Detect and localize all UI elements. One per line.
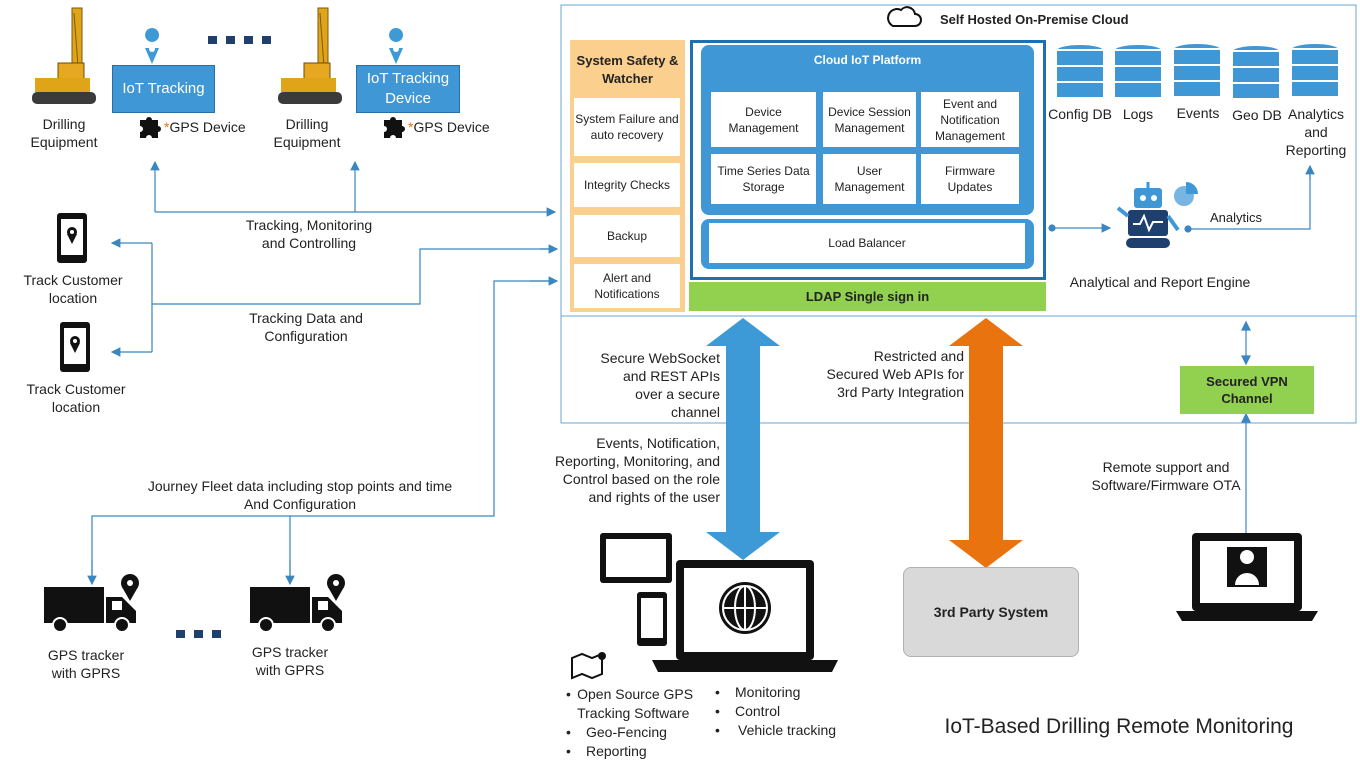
blue-double-arrow	[706, 318, 780, 560]
platform-title: Cloud IoT Platform	[813, 53, 922, 67]
iot-tracking-device-box: IoT Tracking Device	[356, 65, 460, 113]
tracking-flow-label: Tracking, Monitoring and Controlling	[245, 217, 373, 251]
db-label: Config DB	[1048, 106, 1112, 122]
bullet-item: Monitoring	[735, 684, 801, 700]
client-bullets-right: •Monitoring •Control •Vehicle tracking	[715, 684, 837, 738]
ellipsis-bottom	[176, 630, 221, 638]
tracking-data-flow-label: Tracking Data and Configuration	[249, 310, 363, 344]
bullet-item: Reporting	[586, 743, 647, 759]
diagram-title: IoT-Based Drilling Remote Monitoring	[944, 715, 1294, 738]
db-label: Events	[1176, 105, 1220, 121]
bullet-item: Vehicle tracking	[738, 722, 837, 738]
customer-location-label-1: Track Customer location	[23, 272, 123, 306]
websocket-label: Secure WebSocket and REST APIs over a se…	[600, 350, 720, 420]
platform-module: Firmware Updates	[921, 154, 1019, 204]
gps-tracker-label-2: GPS tracker with GPRS	[251, 644, 329, 678]
platform-module: Device Session Management	[823, 92, 916, 147]
db-label: Logs	[1122, 106, 1154, 122]
restricted-api-label: Restricted and Secured Web APIs for 3rd …	[826, 348, 964, 400]
third-party-box: 3rd Party System	[903, 567, 1079, 657]
safety-item: System Failure and auto recovery	[574, 98, 680, 156]
tracking-data-connector	[110, 238, 559, 357]
cloud-boundary	[560, 4, 1357, 424]
tracking-connector	[150, 160, 557, 217]
drilling-equipment-label-1: Drilling Equipment	[30, 116, 98, 150]
safety-item: Backup	[574, 215, 680, 257]
gps-tracker-label-1: GPS tracker with GPRS	[47, 647, 125, 681]
bullet-item: Control	[735, 703, 781, 719]
iot-tracking-device-label: IoT Tracking Device	[366, 70, 450, 107]
ellipsis-top	[208, 36, 271, 44]
bullet-item: Geo-Fencing	[586, 724, 667, 740]
safety-item: Integrity Checks	[574, 163, 680, 207]
db-label: Geo DB	[1232, 107, 1282, 123]
customer-location-label-2: Track Customer location	[26, 381, 126, 415]
engine-label: Analytical and Report Engine	[1069, 274, 1251, 290]
drilling-equipment-label-2: Drilling Equipment	[273, 116, 341, 150]
events-label: Events, Notification, Reporting, Monitor…	[555, 435, 720, 505]
system-safety-title: System Safety & Watcher	[576, 53, 679, 86]
platform-module: User Management	[823, 154, 916, 204]
remote-support-label: Remote support and Software/Firmware OTA	[1091, 459, 1241, 493]
orange-double-arrow	[949, 318, 1023, 568]
journey-flow-label: Journey Fleet data including stop points…	[147, 478, 453, 512]
journey-connector	[87, 276, 559, 586]
cloud-title: Self Hosted On-Premise Cloud	[940, 12, 1129, 27]
bullet-item: Open Source GPS Tracking Software	[577, 686, 694, 721]
platform-module: Time Series Data Storage	[711, 154, 816, 204]
db-label: Analytics and Reporting	[1285, 106, 1347, 158]
iot-tracking-label: IoT Tracking	[122, 80, 205, 97]
platform-module: Event and Notification Management	[921, 92, 1019, 147]
safety-item: Alert and Notifications	[574, 264, 680, 308]
gps-device-label-2: *GPS Device	[408, 119, 490, 135]
analytics-label: Analytics	[1210, 210, 1263, 225]
vpn-box: Secured VPN Channel	[1180, 366, 1314, 414]
platform-module: Device Management	[711, 92, 816, 147]
load-balancer: Load Balancer	[709, 223, 1025, 263]
ldap-bar: LDAP Single sign in	[689, 282, 1046, 311]
engine-connector	[1048, 164, 1315, 233]
client-bullets-left: •Open Source GPS Tracking Software •Geo-…	[566, 685, 706, 761]
gps-device-label-1: *GPS Device	[164, 119, 246, 135]
iot-tracking-box: IoT Tracking	[112, 65, 215, 113]
